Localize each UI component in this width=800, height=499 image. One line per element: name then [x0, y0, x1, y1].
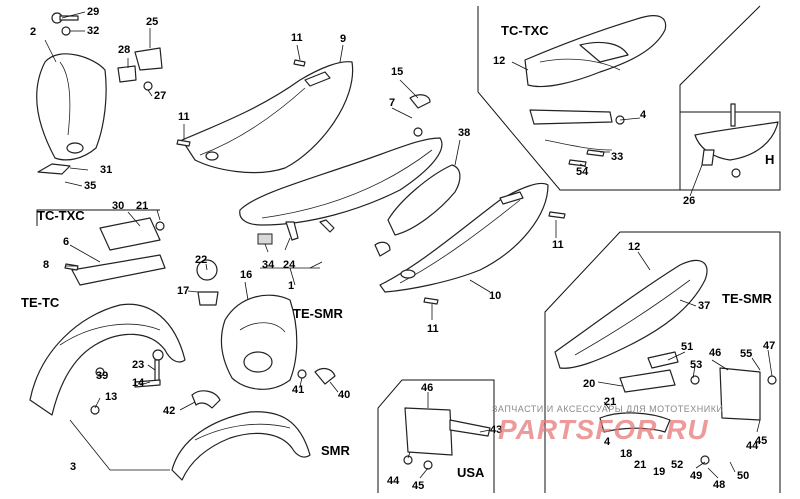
callout-9: 9: [340, 33, 347, 45]
section-label-te-tc: TE-TC: [21, 295, 60, 310]
callout-4-a: 4: [640, 109, 647, 121]
front-fender-te-tc: [29, 303, 186, 416]
callout-12-b: 12: [628, 241, 641, 253]
callout-18: 18: [620, 448, 633, 460]
callout-33: 33: [611, 151, 624, 163]
callout-42: 42: [163, 405, 176, 417]
watermark-logo: PARTSFOR.RU: [498, 414, 709, 445]
inset-frame-te-smr: [544, 231, 781, 493]
inset-frame-usa: [377, 379, 495, 493]
callout-11-c: 11: [427, 323, 439, 335]
callout-17: 17: [177, 285, 190, 297]
leader-lines: [44, 11, 773, 479]
callout-25: 25: [146, 16, 159, 28]
callout-40: 40: [338, 389, 351, 401]
plate-holder-te-smr: [719, 367, 761, 421]
callout-31: 31: [100, 164, 113, 176]
section-label-te-smr-right: TE-SMR: [722, 291, 772, 306]
callout-22: 22: [195, 254, 208, 266]
callout-50: 50: [737, 470, 750, 482]
callout-51: 51: [681, 341, 694, 353]
callout-21-a: 21: [136, 200, 149, 212]
front-fender-smr: [171, 411, 311, 481]
section-label-usa: USA: [457, 465, 485, 480]
callout-28: 28: [118, 44, 131, 56]
side-panel-left: [181, 61, 354, 174]
callout-37: 37: [698, 300, 711, 312]
callout-23: 23: [132, 359, 145, 371]
callout-43: 43: [490, 424, 503, 436]
callout-12-a: 12: [493, 55, 506, 67]
cable-clamp-42: [191, 390, 221, 409]
callout-48: 48: [713, 479, 726, 491]
rear-fender-te-smr: [554, 259, 708, 369]
section-label-h: H: [765, 152, 775, 167]
callout-32: 32: [87, 25, 100, 37]
callout-52: 52: [671, 459, 684, 471]
callout-11-d: 11: [552, 239, 564, 251]
callout-41: 41: [292, 384, 305, 396]
callout-2: 2: [30, 26, 37, 38]
inset-frame-tc-txc-left: [36, 209, 160, 226]
callout-55: 55: [740, 348, 753, 360]
callout-19: 19: [653, 466, 666, 478]
callout-11-b: 11: [178, 111, 190, 123]
callout-47: 47: [763, 340, 776, 352]
callout-34: 34: [262, 259, 275, 271]
callout-39: 39: [96, 370, 109, 382]
callout-16: 16: [240, 269, 253, 281]
callout-3: 3: [70, 461, 77, 473]
callout-7: 7: [389, 97, 396, 109]
callout-49: 49: [690, 470, 703, 482]
inset-frame-tc-txc: [477, 5, 761, 191]
fender-plate-30: [99, 217, 161, 251]
section-label-tc-txc-left: TC-TXC: [37, 208, 85, 223]
section-label-te-smr-mid: TE-SMR: [293, 306, 343, 321]
callout-14: 14: [132, 377, 145, 389]
callout-13: 13: [105, 391, 118, 403]
callout-21-c: 21: [634, 459, 647, 471]
callout-30: 30: [112, 200, 125, 212]
inset-frame-h: [679, 111, 781, 191]
section-label-smr: SMR: [321, 443, 350, 458]
callout-46-b: 46: [709, 347, 722, 359]
seat: [239, 137, 443, 226]
plate-clip-31: [37, 163, 71, 175]
callout-46-a: 46: [421, 382, 434, 394]
filter-cover-38: [387, 164, 461, 236]
callout-21-b: 21: [604, 396, 617, 408]
section-label-tc-txc-top: TC-TXC: [501, 23, 549, 38]
callout-1: 1: [288, 280, 295, 292]
headlight-mask: [220, 294, 298, 390]
callout-6: 6: [63, 236, 70, 248]
callout-54: 54: [576, 166, 589, 178]
callout-29: 29: [87, 6, 100, 18]
watermark-text: ЗАПЧАСТИ И АКСЕССУАРЫ ДЛЯ МОТОТЕХНИКИ: [492, 404, 724, 414]
callout-44-b: 44: [746, 440, 759, 452]
callout-45-a: 45: [412, 480, 425, 492]
rubber-pad-34: [257, 233, 273, 245]
callout-27: 27: [154, 90, 167, 102]
fender-bracket-6: [71, 254, 166, 286]
plate-holder-usa: [404, 407, 453, 456]
callout-35: 35: [84, 180, 97, 192]
callout-26: 26: [683, 195, 696, 207]
callout-20: 20: [583, 378, 596, 390]
callout-10: 10: [489, 290, 502, 302]
callout-15: 15: [391, 66, 404, 78]
callout-45-b: 45: [755, 435, 768, 447]
callout-53: 53: [690, 359, 703, 371]
callout-8: 8: [43, 259, 50, 271]
front-number-plate: [36, 53, 107, 161]
callout-4-b: 4: [604, 436, 611, 448]
callout-38: 38: [458, 127, 471, 139]
callout-44-a: 44: [387, 475, 400, 487]
callout-11-a: 11: [291, 32, 303, 44]
callout-24: 24: [283, 259, 296, 271]
